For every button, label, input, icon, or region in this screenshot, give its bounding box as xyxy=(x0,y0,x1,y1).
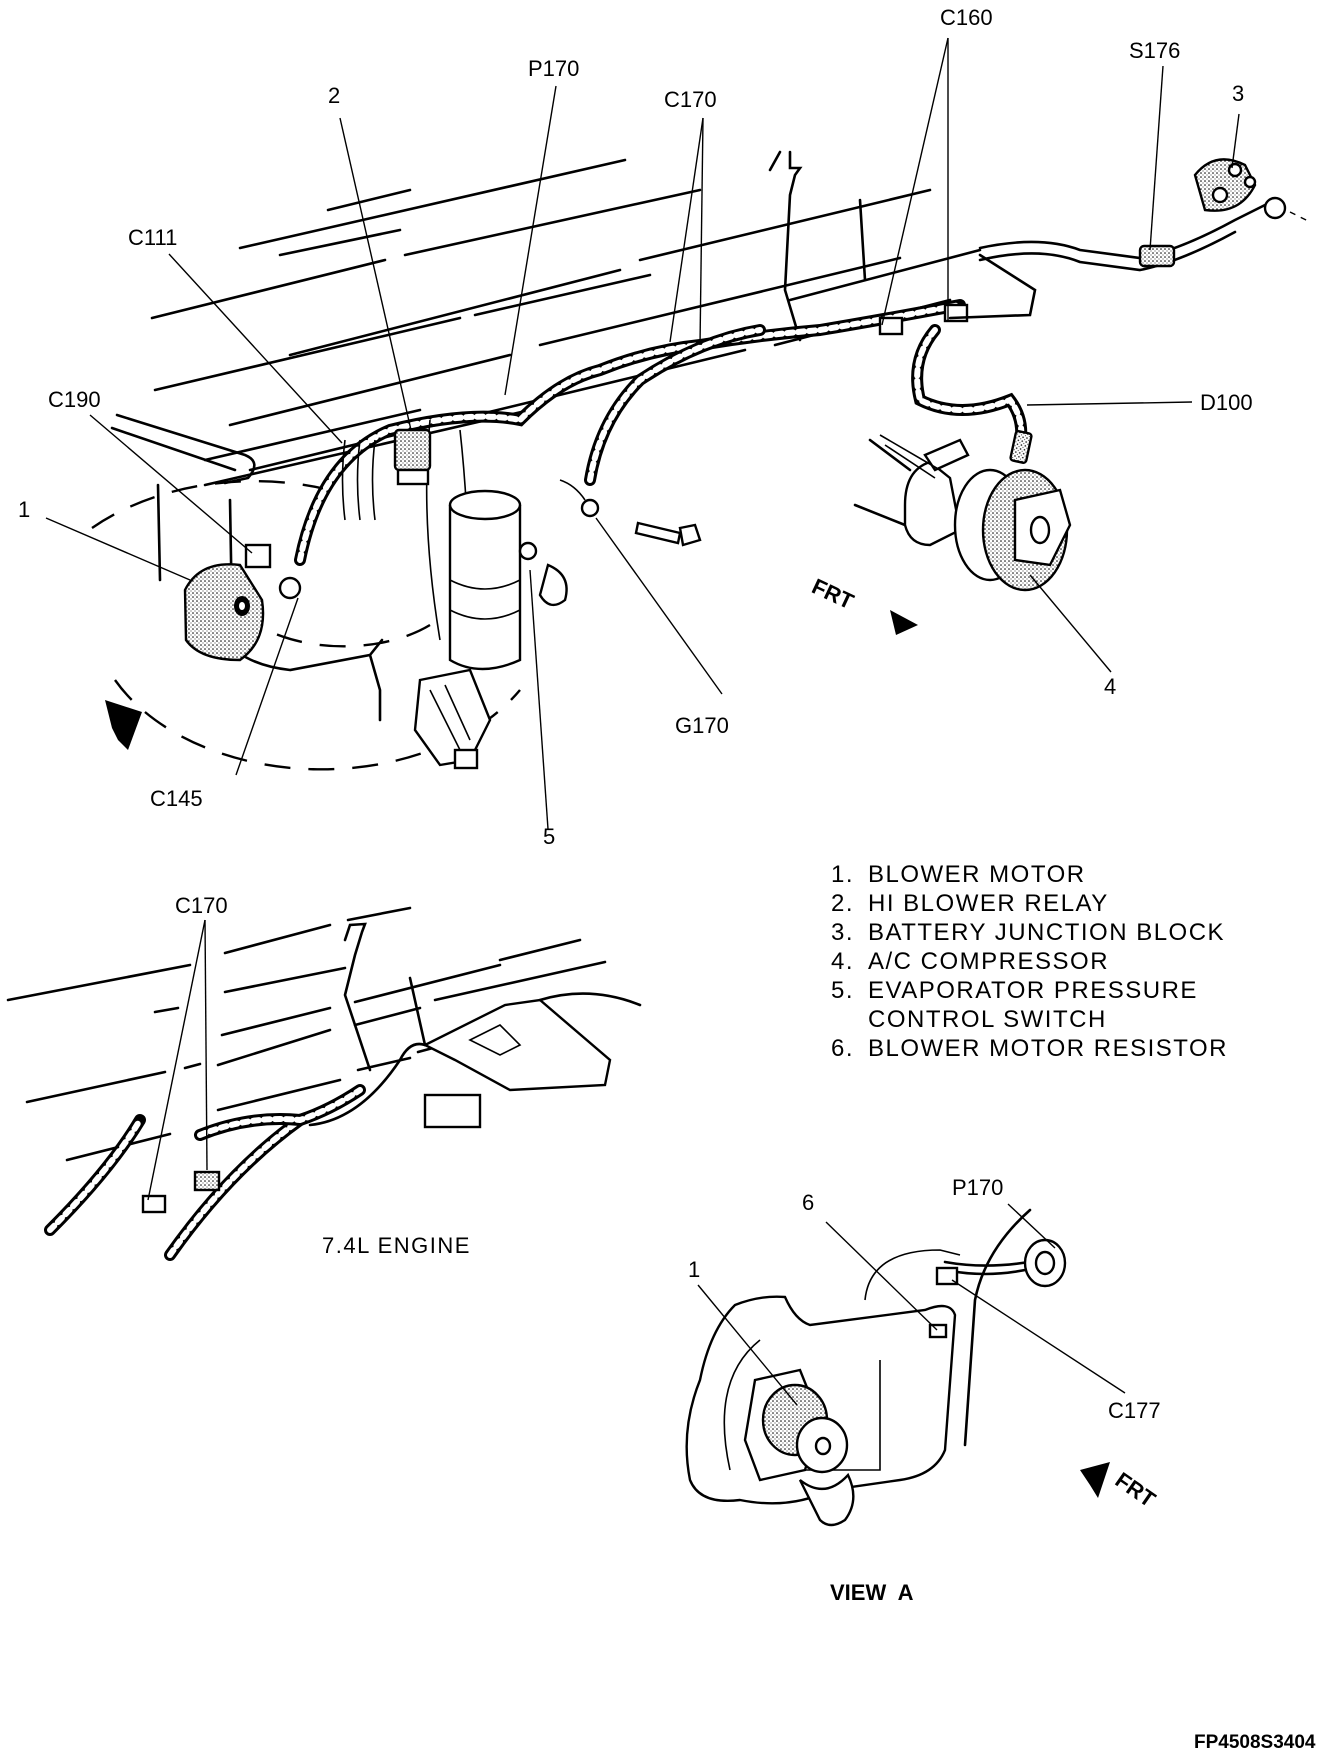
view-a-panel-edge xyxy=(963,1208,1032,1447)
callout-c111: C111 xyxy=(128,225,177,250)
blower-housing-outline xyxy=(91,479,521,771)
figure-code: FP4508S3404 xyxy=(1194,1732,1316,1753)
view-a-grommet-p170 xyxy=(1023,1238,1067,1288)
ac-compressor xyxy=(853,434,1072,592)
inset-caption: 7.4L ENGINE xyxy=(322,1233,471,1258)
splice-s176 xyxy=(1138,244,1176,268)
legend-num: 4. xyxy=(830,948,854,975)
firewall-outline xyxy=(110,150,982,617)
inset-harness xyxy=(44,1042,427,1261)
main-view: FRT A C160 S176 xyxy=(18,5,1311,849)
connector-c160-a xyxy=(878,316,904,336)
view-a-marker: A xyxy=(105,700,142,750)
legend-num: 2. xyxy=(830,890,854,917)
battery-cable xyxy=(948,196,1311,320)
blower-motor xyxy=(183,563,265,662)
legend: 1. BLOWER MOTOR 2. HI BLOWER RELAY 3. BATTE… xyxy=(810,860,1228,1063)
battery-junction-block xyxy=(1193,158,1257,212)
legend-num: 3. xyxy=(830,919,854,946)
legend-label: A/C COMPRESSOR xyxy=(868,948,1110,975)
legend-item: 1. BLOWER MOTOR xyxy=(810,860,1228,889)
legend-num: 5. xyxy=(830,977,854,1004)
callout-1: 1 xyxy=(18,497,30,522)
legend-item: 2. HI BLOWER RELAY xyxy=(810,889,1228,918)
callout-3: 3 xyxy=(1232,81,1244,106)
diode-d100 xyxy=(1009,430,1033,464)
callout-s176: S176 xyxy=(1129,38,1180,63)
inset-callout-c170: C170 xyxy=(175,893,228,918)
callout-c145: C145 xyxy=(150,786,203,811)
callout-c190: C190 xyxy=(48,387,101,412)
legend-label: BLOWER MOTOR xyxy=(868,861,1086,888)
callout-2: 2 xyxy=(328,83,340,108)
arrow-icon xyxy=(890,610,918,635)
legend-item: 4. A/C COMPRESSOR xyxy=(810,947,1228,976)
callout-g170: G170 xyxy=(675,713,729,738)
legend-num: 6. xyxy=(830,1035,854,1062)
valve-assembly xyxy=(413,668,492,770)
callout-c170: C170 xyxy=(664,87,717,112)
inset-connector-c170-b xyxy=(193,1170,221,1192)
view-a-callout-c177: C177 xyxy=(1108,1398,1161,1423)
legend-label: HI BLOWER RELAY xyxy=(868,890,1109,917)
legend-label: EVAPORATOR PRESSURE CONTROL SWITCH xyxy=(868,977,1198,1033)
view-arrow-icon xyxy=(105,700,142,750)
view-a-caption: VIEW A xyxy=(830,1580,914,1605)
view-a-callout-p170: P170 xyxy=(952,1175,1003,1200)
legend-num: 1. xyxy=(830,861,854,888)
legend-item: 6. BLOWER MOTOR RESISTOR xyxy=(810,1034,1228,1063)
ground-g170 xyxy=(559,479,702,547)
engine-inset: C170 7.4L ENGINE xyxy=(6,893,642,1261)
hi-blower-relay xyxy=(393,428,432,486)
callout-5: 5 xyxy=(543,824,555,849)
callout-4: 4 xyxy=(1104,674,1116,699)
callout-d100: D100 xyxy=(1200,390,1253,415)
legend-label: BLOWER MOTOR RESISTOR xyxy=(868,1035,1228,1062)
view-a-blower-housing xyxy=(685,1249,1047,1527)
connector-c190 xyxy=(244,543,272,569)
view-a-callout-1: 1 xyxy=(688,1257,700,1282)
legend-label: BATTERY JUNCTION BLOCK xyxy=(868,919,1226,946)
callout-p170: P170 xyxy=(528,56,579,81)
view-a: FRT P170 6 1 C177 VIEW A xyxy=(685,1175,1161,1605)
frt-label: FRT xyxy=(808,574,858,615)
callout-c160: C160 xyxy=(940,5,993,30)
inset-blower-box xyxy=(422,992,642,1129)
blower-resistor xyxy=(928,1323,948,1339)
leader-lines xyxy=(45,37,1240,830)
connector-c145 xyxy=(278,576,302,600)
legend-item: 3. BATTERY JUNCTION BLOCK xyxy=(810,918,1228,947)
pressure-switch-body xyxy=(538,563,568,607)
inset-firewall-outline xyxy=(6,906,607,1162)
view-a-arrow-icon xyxy=(1080,1462,1110,1498)
pressure-switch xyxy=(518,541,538,561)
view-a-frt-label: FRT xyxy=(1111,1467,1161,1512)
front-direction-arrow: FRT xyxy=(808,574,918,635)
accumulator xyxy=(448,489,522,671)
view-a-callout-6: 6 xyxy=(802,1190,814,1215)
inset-connector-c170-a xyxy=(141,1194,167,1214)
legend-item: 5. EVAPORATOR PRESSURE CONTROL SWITCH xyxy=(810,976,1228,1034)
cable-eyelet xyxy=(1263,196,1287,220)
